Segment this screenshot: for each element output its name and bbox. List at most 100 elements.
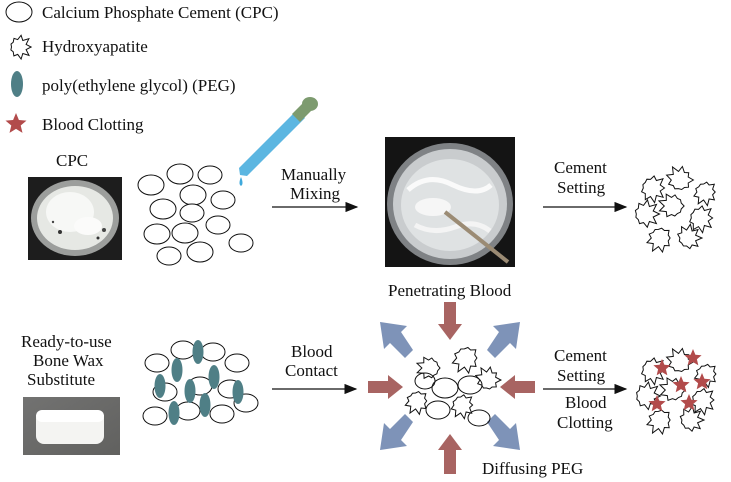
- peg-particle: [171, 358, 183, 382]
- cpc-particle: [156, 246, 182, 266]
- diffusing-peg-label: Diffusing PEG: [482, 459, 583, 478]
- clotting-label-line1: Blood: [565, 393, 607, 412]
- hydroxyapatite-cluster-top: [634, 165, 716, 254]
- blood-clot-star: [680, 394, 698, 411]
- cpc-particle: [143, 223, 171, 245]
- hydroxyapatite-crystal: [645, 227, 671, 254]
- hydroxyapatite-crystal: [415, 356, 441, 380]
- mixing-dish-photo: [385, 137, 515, 267]
- blood-arrow-left: [500, 375, 535, 399]
- cpc-particle: [414, 372, 436, 390]
- peg-arrow-up-left: [380, 322, 413, 358]
- peg-particle: [192, 340, 204, 364]
- blood-arrow-right: [368, 375, 403, 399]
- dropper-icon: [239, 97, 318, 186]
- setting-top-label-line2: Setting: [557, 178, 606, 197]
- peg-particle: [208, 365, 220, 389]
- cpc-particle: [457, 375, 483, 395]
- product-label-line2: Bone Wax: [33, 351, 104, 370]
- setting-bottom-label-line2: Setting: [557, 366, 606, 385]
- legend-ha-label: Hydroxyapatite: [42, 37, 148, 56]
- cpc-particle: [170, 340, 196, 360]
- blood-clot-legend-icon: [5, 113, 27, 133]
- hydroxyapatite-crystal: [640, 357, 666, 386]
- blood-contact-label-line1: Blood: [291, 342, 333, 361]
- peg-particle: [154, 374, 166, 398]
- diffusing-peg-arrows: [380, 322, 520, 450]
- hydroxyapatite-crystal: [679, 405, 706, 433]
- hydroxyapatite-crystal: [665, 165, 695, 191]
- blood-contact-label-line2: Contact: [285, 361, 338, 380]
- blood-clot-stars: [648, 349, 711, 412]
- cpc-particle: [179, 184, 207, 206]
- cpc-particle: [209, 404, 235, 424]
- hydroxyapatite-crystal: [676, 222, 704, 250]
- cpc-powder-photo: [28, 177, 122, 260]
- hydroxyapatite-crystal: [404, 391, 428, 416]
- peg-particle: [184, 379, 196, 403]
- hydroxyapatite-crystal: [657, 193, 685, 218]
- blood-clot-star: [693, 373, 711, 390]
- legend: Calcium Phosphate Cement (CPC) Hydroxyap…: [5, 1, 279, 134]
- cpc-particle: [205, 215, 231, 235]
- penetrating-blood-arrows: [368, 302, 535, 474]
- mixing-label-line2: Mixing: [290, 184, 341, 203]
- setting-top-label-line1: Cement: [554, 158, 607, 177]
- cpc-particle: [197, 165, 223, 185]
- cpc-particle: [144, 353, 170, 373]
- peg-arrow-up-right: [487, 322, 520, 358]
- cpc-legend-icon: [5, 1, 33, 23]
- cpc-particle: [186, 241, 214, 263]
- cpc-particle: [137, 174, 165, 196]
- clotting-label-line2: Clotting: [557, 413, 613, 432]
- peg-particle: [168, 401, 180, 425]
- product-label-line1: Ready-to-use: [21, 332, 112, 351]
- cpc-particle: [210, 190, 236, 210]
- hydroxyapatite-legend-icon: [10, 34, 33, 61]
- product-label-line3: Substitute: [27, 370, 95, 389]
- setting-bottom-label-line1: Cement: [554, 346, 607, 365]
- cpc-photo-label: CPC: [56, 151, 88, 170]
- legend-peg-label: poly(ethylene glycol) (PEG): [42, 76, 236, 95]
- peg-particle: [232, 380, 244, 404]
- hydroxyapatite-crystal: [665, 347, 695, 373]
- mixing-label-line1: Manually: [281, 165, 347, 184]
- cpc-particles-group: [137, 163, 254, 266]
- peg-arrow-down-right: [487, 414, 520, 450]
- hydroxyapatite-crystal: [640, 175, 666, 204]
- legend-cpc-label: Calcium Phosphate Cement (CPC): [42, 3, 279, 22]
- bone-wax-photo: [23, 397, 120, 455]
- legend-blood-label: Blood Clotting: [42, 115, 144, 134]
- cpc-particle: [175, 401, 201, 421]
- peg-arrow-down-left: [380, 414, 413, 450]
- hydroxyapatite-crystal: [451, 346, 478, 375]
- hydroxyapatite-crystal: [693, 181, 716, 207]
- cpc-particle: [200, 342, 226, 362]
- hydroxyapatite-crystal: [645, 409, 671, 436]
- peg-particle: [199, 393, 211, 417]
- composite-group: [142, 340, 259, 426]
- hydroxyapatite-crystal: [474, 366, 502, 390]
- penetrating-blood-label: Penetrating Blood: [388, 281, 512, 300]
- cpc-particle: [171, 222, 199, 244]
- blood-clot-star: [684, 349, 702, 366]
- hydroxyapatite-crystal: [689, 205, 714, 234]
- hydroxyapatite-crystal: [634, 198, 661, 229]
- central-mixture: [404, 346, 502, 427]
- cpc-particle: [149, 198, 177, 220]
- cpc-particle: [431, 377, 459, 399]
- cpc-particle: [224, 353, 250, 373]
- cpc-particle: [467, 409, 491, 427]
- blood-arrow-down: [438, 302, 462, 340]
- hydroxyapatite-cluster-bottom: [636, 347, 717, 436]
- cpc-particle: [179, 203, 205, 223]
- hydroxyapatite-crystal: [450, 394, 474, 420]
- blood-arrow-up: [438, 434, 462, 474]
- blood-clot-star: [648, 395, 666, 412]
- cpc-particle: [425, 400, 451, 420]
- peg-legend-icon: [11, 71, 23, 97]
- cpc-particle: [228, 233, 254, 253]
- blood-clot-star: [653, 359, 671, 376]
- cpc-particle: [142, 406, 168, 426]
